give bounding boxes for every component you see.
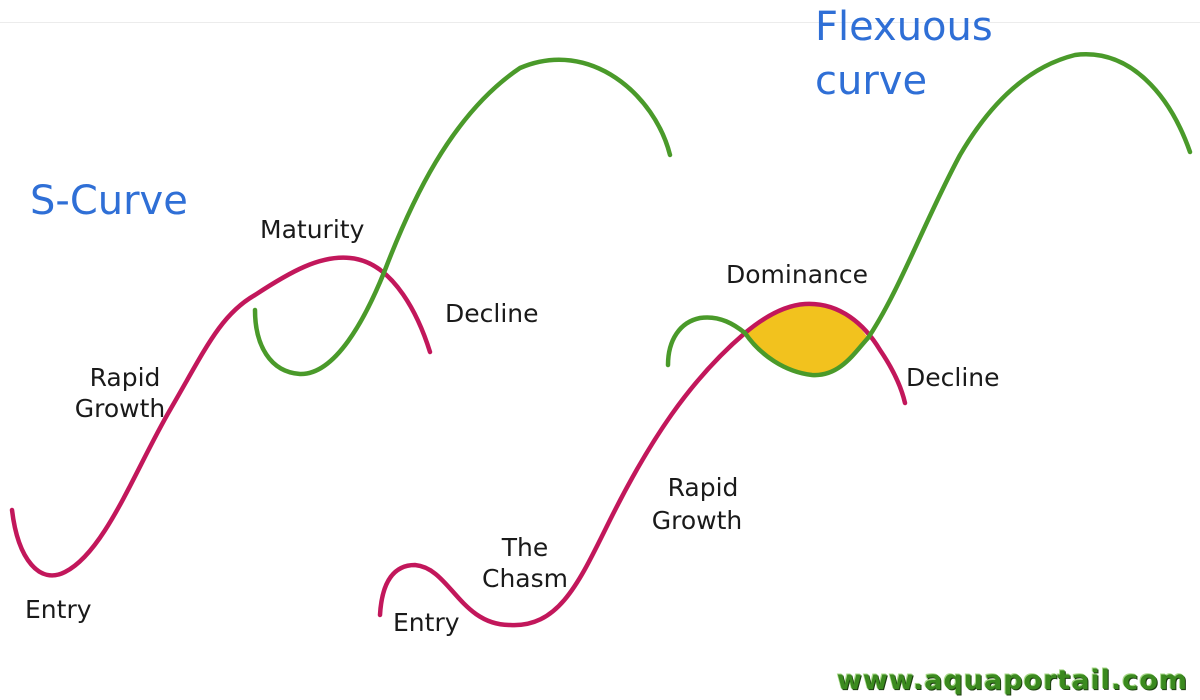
flexuous-label-the: The <box>501 533 549 562</box>
flexuous-title-line-2: curve <box>815 58 928 104</box>
s-curve-label-maturity: Maturity <box>260 215 365 244</box>
dominance-overlap-area <box>745 303 868 376</box>
flexuous-label-dominance: Dominance <box>726 260 868 289</box>
s-curve-label-entry: Entry <box>25 595 92 624</box>
s-curve-label-growth: Growth <box>74 394 166 423</box>
s-curve-title: S-Curve <box>30 178 188 224</box>
watermark-text: www.aquaportail.com <box>836 665 1188 696</box>
flexuous-label-rapid: Rapid <box>667 473 739 502</box>
flexuous-title-line-1: Flexuous <box>815 4 993 50</box>
flexuous-label-growth: Growth <box>651 506 743 535</box>
flexuous-curve-green <box>665 52 1193 378</box>
flexuous-label-entry: Entry <box>393 608 460 637</box>
flexuous-curve-magenta <box>377 301 908 628</box>
s-curve-label-rapid: Rapid <box>89 363 161 392</box>
s-curve-green-successor <box>252 57 673 377</box>
top-divider <box>0 22 1200 23</box>
flexuous-label-decline: Decline <box>906 363 1000 392</box>
flexuous-label-chasm: Chasm <box>482 564 568 593</box>
s-curve-left <box>9 255 433 578</box>
s-curve-label-decline: Decline <box>445 299 539 328</box>
